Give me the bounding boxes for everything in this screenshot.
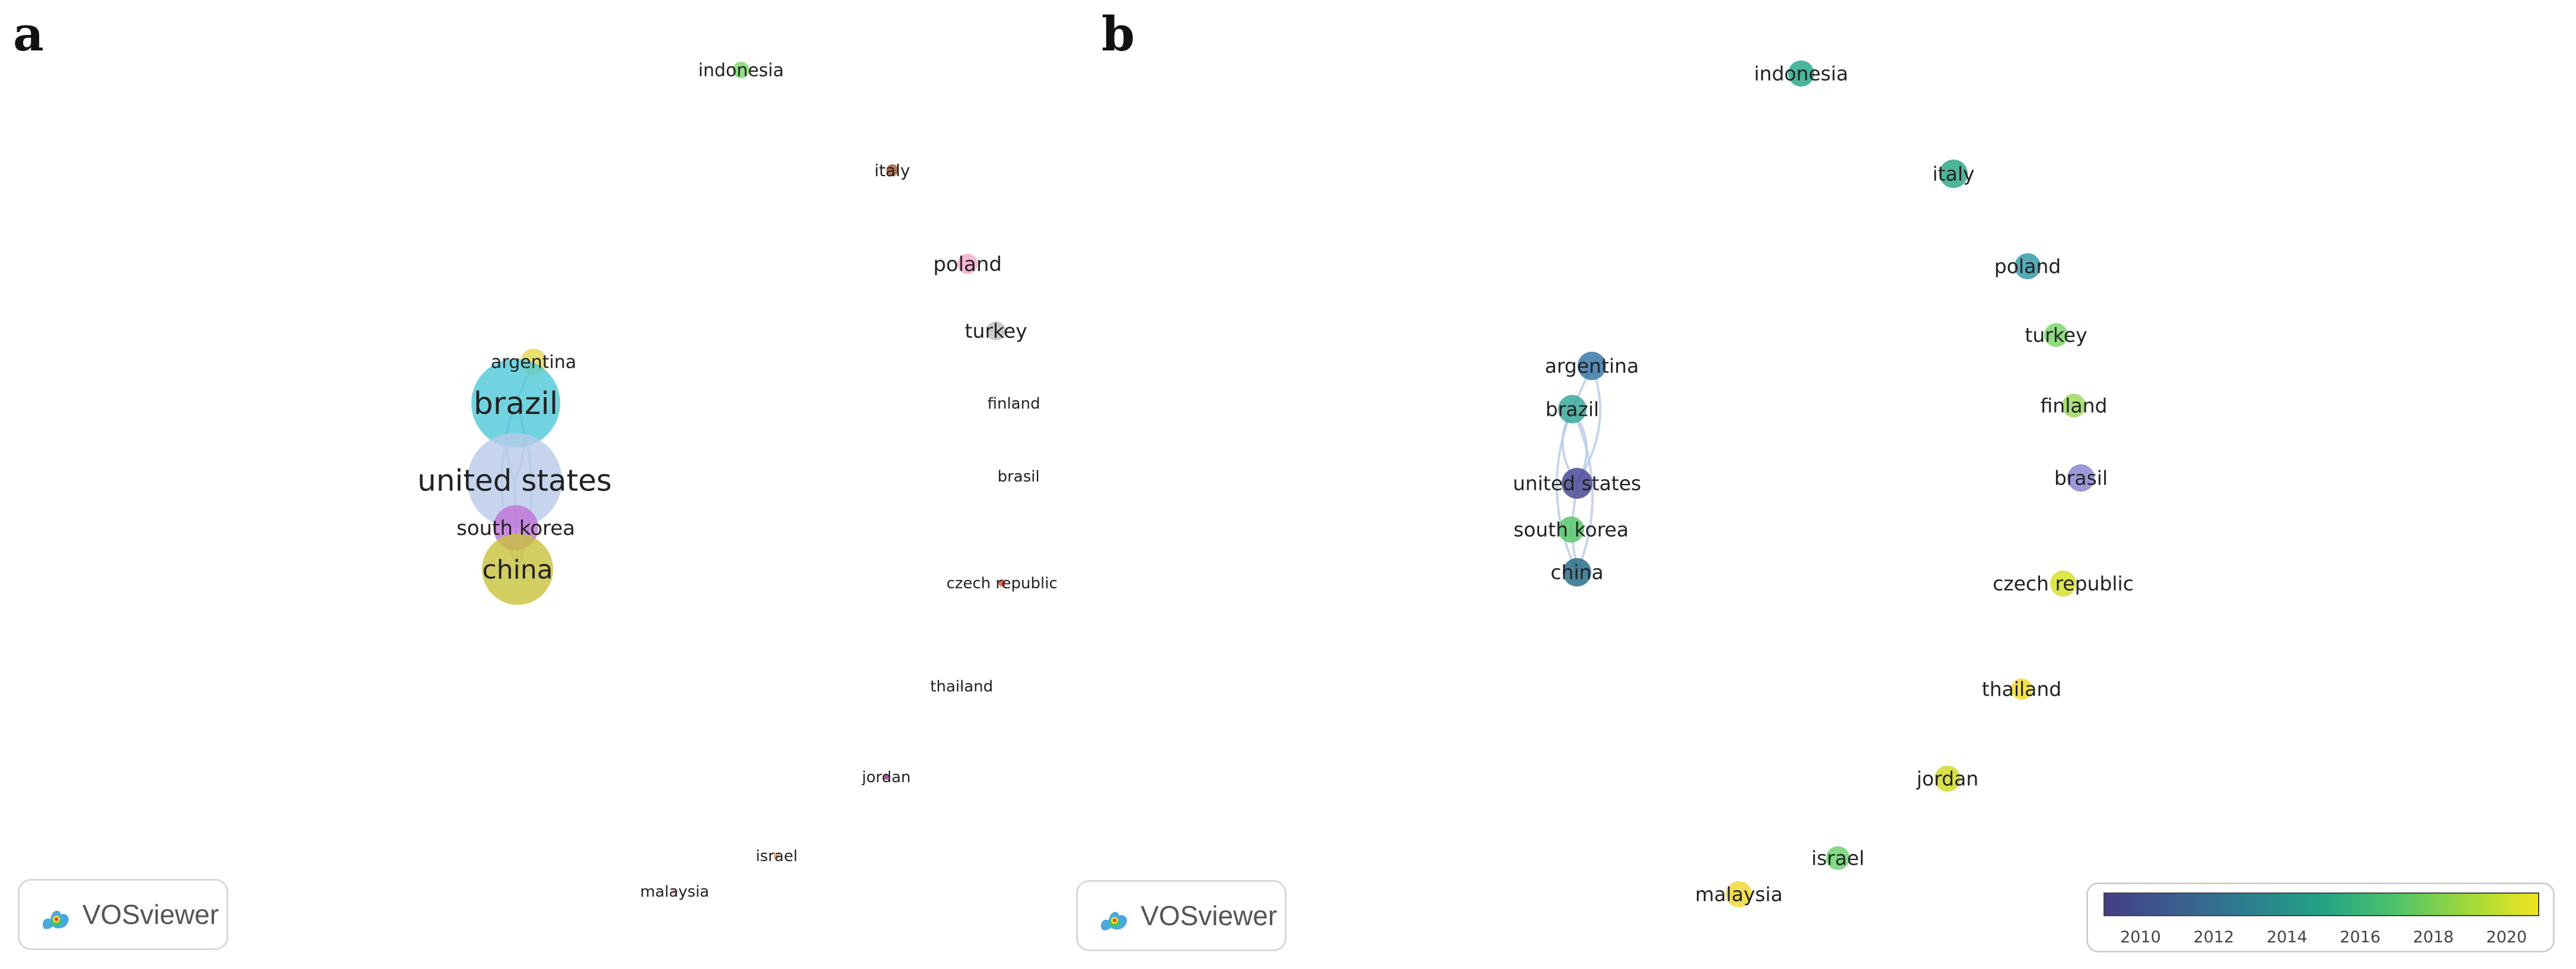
- node-label-italy: italy: [874, 161, 910, 180]
- node-label-argentina: argentina: [1545, 355, 1639, 378]
- node-label-brasil: brasil: [2054, 467, 2108, 490]
- node-label-united-states: united states: [417, 464, 612, 498]
- node-israel[interactable]: [1826, 846, 1850, 870]
- node-brazil[interactable]: [471, 359, 560, 448]
- node-israel[interactable]: [774, 853, 780, 859]
- legend-tick-2010: 2010: [2120, 928, 2161, 946]
- vosviewer-logo-b: VOSviewer: [1076, 880, 1287, 951]
- node-label-indonesia: indonesia: [1754, 62, 1848, 85]
- node-label-finland: finland: [988, 395, 1040, 413]
- node-label-jordan: jordan: [1916, 767, 1978, 791]
- node-thailand[interactable]: [2011, 678, 2032, 700]
- node-china[interactable]: [482, 534, 553, 605]
- node-label-brazil: brazil: [1546, 398, 1599, 421]
- network-map-b[interactable]: indonesia italy poland turkey finland brasil c…: [1061, 0, 2576, 969]
- node-china[interactable]: [1563, 558, 1591, 586]
- legend-tick-2018: 2018: [2413, 928, 2454, 946]
- node-label-china: china: [482, 554, 553, 585]
- node-label-turkey: turkey: [2025, 324, 2087, 347]
- node-label-brasil: brasil: [997, 468, 1039, 486]
- node-label-brazil: brazil: [474, 386, 558, 422]
- vosviewer-icon: [1101, 911, 1127, 930]
- node-label-israel: israel: [756, 847, 798, 865]
- panel-a-letter: a: [13, 6, 44, 62]
- node-label-poland: poland: [1994, 255, 2061, 278]
- node-indonesia[interactable]: [1788, 60, 1814, 87]
- node-label-thailand: thailand: [930, 678, 993, 696]
- node-poland[interactable]: [2015, 253, 2041, 279]
- node-thailand[interactable]: [959, 683, 965, 689]
- node-finland[interactable]: [1011, 400, 1017, 406]
- link-argentina-united-states: [1576, 365, 1601, 485]
- node-italy[interactable]: [886, 164, 898, 176]
- node-turkey[interactable]: [987, 321, 1005, 340]
- node-label-jordan: jordan: [861, 769, 911, 786]
- network-map-a[interactable]: indonesia italy poland turkey finland brasil c…: [0, 0, 1061, 969]
- vosviewer-logo-text: VOSviewer: [1141, 900, 1278, 931]
- node-south-korea[interactable]: [1558, 517, 1584, 543]
- node-label-finland: finland: [2041, 394, 2108, 417]
- node-label-south-korea: south korea: [1514, 518, 1629, 541]
- node-jordan[interactable]: [883, 774, 889, 780]
- node-label-china: china: [1550, 561, 1603, 584]
- node-label-argentina: argentina: [491, 352, 576, 373]
- node-label-thailand: thailand: [1982, 678, 2062, 701]
- node-malaysia[interactable]: [1726, 881, 1752, 907]
- legend-tick-2016: 2016: [2339, 928, 2381, 946]
- node-label-czech-republic: czech republic: [1993, 572, 2134, 595]
- link-brazil-china: [1555, 409, 1578, 573]
- node-czech-republic[interactable]: [998, 579, 1005, 586]
- legend-gradient-bar: [2103, 893, 2539, 916]
- node-indonesia[interactable]: [733, 62, 749, 78]
- link-brazil-china: [1571, 409, 1594, 573]
- node-jordan[interactable]: [1935, 766, 1961, 792]
- node-label-south-korea: south korea: [457, 517, 575, 540]
- node-italy[interactable]: [1939, 160, 1968, 188]
- node-poland[interactable]: [957, 254, 978, 274]
- node-label-indonesia: indonesia: [698, 60, 784, 81]
- node-turkey[interactable]: [2044, 323, 2068, 347]
- node-united-states[interactable]: [467, 433, 562, 528]
- node-czech-republic[interactable]: [2050, 570, 2076, 597]
- node-argentina[interactable]: [1578, 352, 1606, 380]
- node-label-turkey: turkey: [965, 320, 1027, 343]
- node-brasil[interactable]: [1016, 473, 1022, 479]
- node-label-israel: israel: [1811, 847, 1865, 870]
- node-malaysia[interactable]: [672, 888, 678, 894]
- node-label-malaysia: malaysia: [640, 883, 710, 901]
- node-label-united-states: united states: [1513, 472, 1641, 495]
- vosviewer-logo-a: VOSviewer: [18, 879, 228, 950]
- node-label-poland: poland: [933, 253, 1002, 276]
- vosviewer-icon: [43, 910, 69, 929]
- overlay-color-legend: 2010 2012 2014 2016 2018 2020: [2086, 882, 2555, 952]
- legend-tick-2014: 2014: [2267, 928, 2307, 946]
- node-brasil[interactable]: [2067, 464, 2095, 492]
- node-finland[interactable]: [2062, 394, 2086, 417]
- legend-tick-2012: 2012: [2193, 928, 2235, 946]
- node-label-malaysia: malaysia: [1695, 883, 1783, 906]
- node-label-italy: italy: [1932, 162, 1974, 186]
- legend-tick-2020: 2020: [2486, 928, 2527, 946]
- node-united-states[interactable]: [1562, 468, 1592, 499]
- node-label-czech-republic: czech republic: [946, 575, 1057, 592]
- panel-b-letter: b: [1102, 6, 1135, 62]
- vosviewer-logo-text: VOSviewer: [82, 899, 219, 930]
- node-brazil[interactable]: [1558, 395, 1587, 423]
